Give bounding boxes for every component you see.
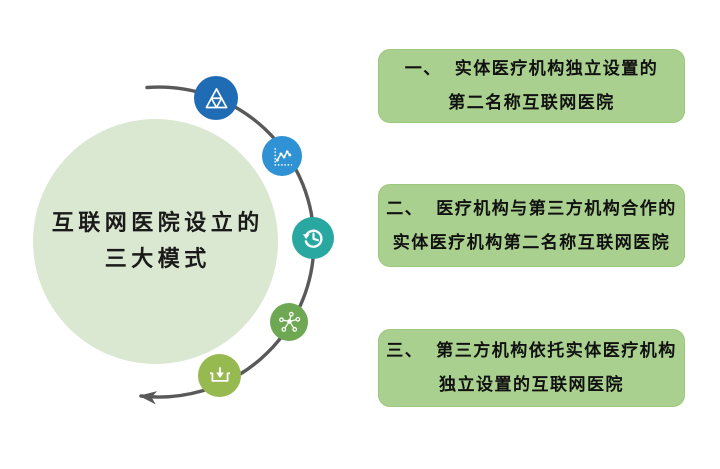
download-icon: [209, 366, 230, 382]
mode-box-1: 一、实体医疗机构独立设置的 第二名称互联网医院: [378, 49, 685, 123]
mode-1-line1: 一、实体医疗机构独立设置的: [405, 52, 659, 86]
topic-circle: 互联网医院设立的 三大模式: [33, 119, 278, 364]
mode-1-line2: 第二名称互联网医院: [448, 93, 615, 113]
mode-3-line2: 独立设置的互联网医院: [439, 375, 624, 395]
topic-title-line1: 互联网医院设立的: [51, 210, 264, 236]
mode-box-3: 三、第三方机构依托实体医疗机构 独立设置的互联网医院: [378, 329, 685, 407]
line-chart-icon: [273, 147, 292, 166]
mode-1-text1: 实体医疗机构独立设置的: [454, 59, 659, 79]
mode-2-line1: 二、医疗机构与第三方机构合作的: [386, 192, 677, 226]
network-hub-icon: [278, 311, 300, 332]
topic-title-line2: 三大模式: [104, 246, 211, 272]
mode-3-text1: 第三方机构依托实体医疗机构: [436, 341, 677, 361]
history-clock-icon: [302, 229, 323, 248]
download-badge: [198, 354, 241, 397]
mode-2-text1: 医疗机构与第三方机构合作的: [436, 198, 677, 219]
line-chart-badge: [262, 136, 302, 176]
triangle-badge: [194, 76, 238, 120]
mode-3-line1: 三、第三方机构依托实体医疗机构: [386, 334, 677, 368]
triangle-icon: [205, 87, 227, 108]
mode-box-2: 二、医疗机构与第三方机构合作的 实体医疗机构第二名称互联网医院: [378, 184, 685, 267]
history-clock-badge: [292, 217, 334, 259]
network-hub-badge: [270, 303, 308, 341]
mode-3-number: 三、: [386, 341, 424, 361]
mode-1-number: 一、: [404, 59, 442, 79]
mode-2-line2: 实体医疗机构第二名称互联网医院: [392, 232, 671, 253]
mode-2-number: 二、: [386, 198, 424, 219]
